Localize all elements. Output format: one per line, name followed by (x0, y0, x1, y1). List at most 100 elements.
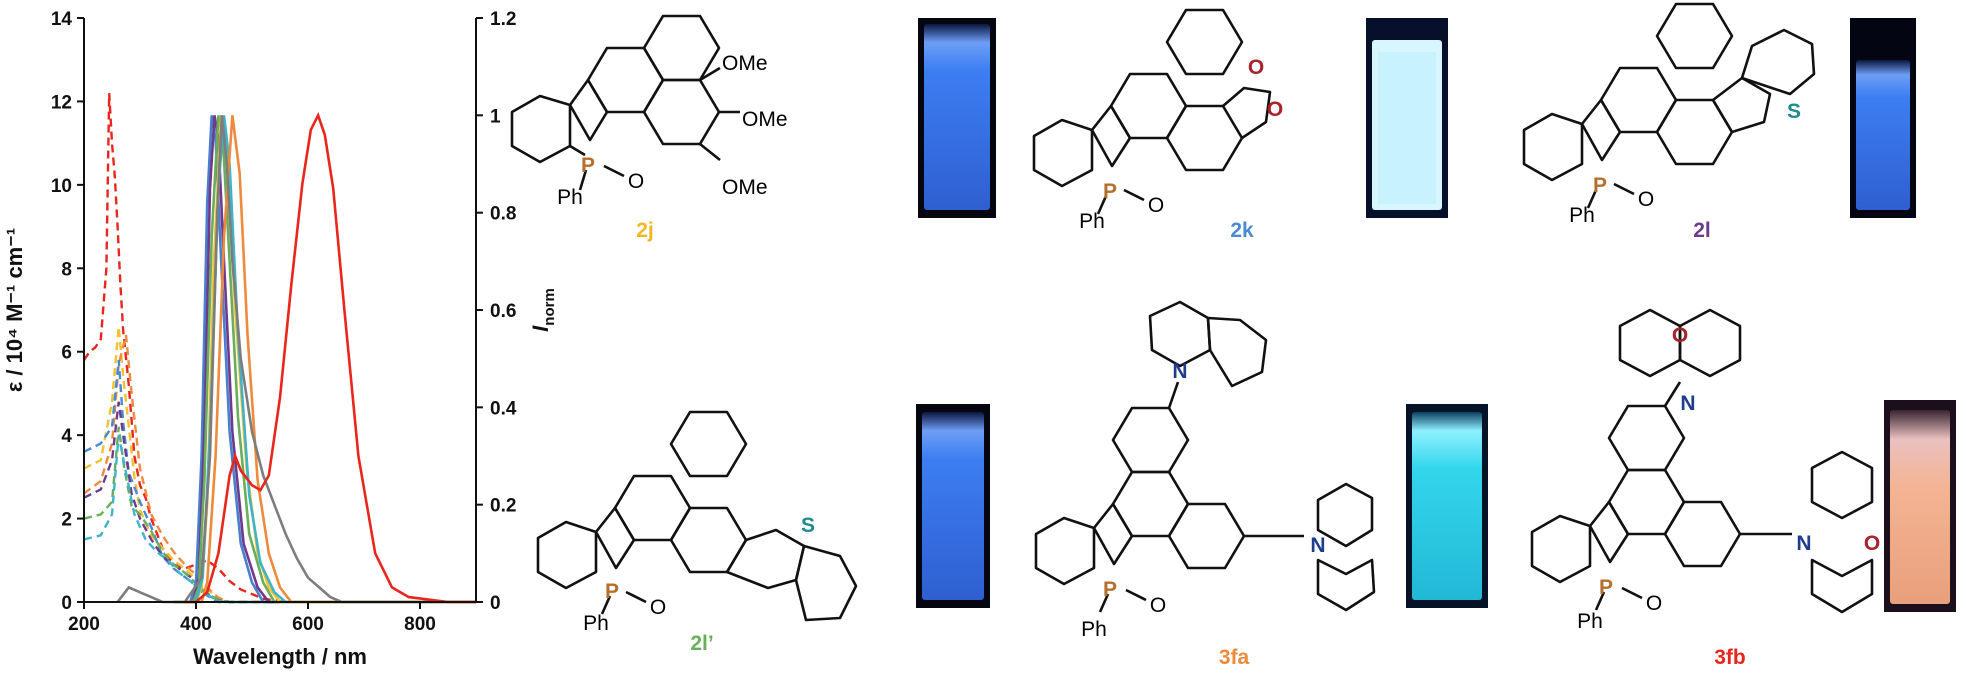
substituent-3fb-4: O (1864, 532, 1880, 555)
emission-line-8 (184, 111, 476, 604)
compound-2l: P O Ph S 2l (1522, 2, 1916, 242)
ring-2j-phosphole (568, 78, 609, 142)
bond-2k-po (1123, 188, 1145, 202)
substituent-3fa-1: N (1172, 360, 1187, 383)
phosphorus-2l: P (1593, 174, 1607, 197)
bond-2k-ph (1096, 195, 1108, 215)
substituent-3fb-2: N (1680, 392, 1695, 415)
ring-2j-core (586, 46, 665, 114)
substituent-2l-1: S (1787, 100, 1801, 123)
y-left-tick-label-6: 12 (51, 92, 72, 113)
ring-2lp-core (613, 474, 692, 542)
compound-label-2l: 2l (1693, 219, 1711, 242)
y-right-title-subscript: norm (541, 288, 558, 326)
ring-3fb-px1b (1678, 308, 1742, 378)
absorption-line-4 (83, 359, 476, 604)
phosphorus-3fa: P (1103, 578, 1117, 601)
bond-2j-ph (578, 169, 588, 191)
substituent-2lp-1: S (801, 514, 815, 537)
bond-3fa-ph (1098, 593, 1110, 613)
ring-3fb-top (1607, 404, 1686, 472)
x-tick-label-0: 200 (68, 614, 100, 635)
compound-2l-prime: P O Ph S 2l’ (536, 404, 990, 655)
compound-label-3fa: 3fa (1219, 646, 1250, 669)
vial-2j (918, 18, 996, 218)
oxide-2l: O (1638, 188, 1654, 211)
y-left-tick-label-5: 10 (51, 176, 72, 197)
phenyl-3fa: Ph (1081, 618, 1107, 641)
ring-2j-top (642, 14, 721, 82)
oxide-2k: O (1148, 194, 1164, 217)
substituent-2j-1: OMe (722, 52, 768, 75)
y-right-tick-label-0: 0 (490, 593, 501, 614)
ring-2lp-left (536, 520, 598, 590)
phosphorus-2lp: P (605, 580, 619, 603)
emission-line-1 (173, 115, 476, 604)
bond-2j-ome3 (699, 142, 721, 162)
ring-2l-left (1522, 112, 1584, 182)
absorption-series-group (83, 93, 476, 604)
bond-2l-ph (1586, 189, 1598, 209)
ring-3fb-right (1663, 500, 1742, 568)
vial-2j-fill (924, 24, 990, 210)
emission-line-7 (116, 115, 476, 604)
oxide-2j: O (628, 170, 644, 193)
vial-2lp-fill (922, 412, 984, 600)
ring-2l-benzo (1740, 28, 1816, 96)
y-right-tick-label-6: 1.2 (490, 9, 516, 30)
phosphorus-3fb: P (1599, 576, 1613, 599)
vial-3fb-fill (1890, 410, 1950, 604)
ring-3fa-phosphole (1092, 502, 1134, 566)
oxide-3fb: O (1646, 592, 1662, 615)
ring-3fa-left (1034, 516, 1096, 586)
compound-3fa: P O Ph N N 3fa (1034, 300, 1488, 669)
y-left-tick-label-7: 14 (51, 9, 73, 30)
y-right-axis-title: Inorm (528, 288, 558, 332)
ring-3fa-right (1167, 502, 1246, 570)
phenyl-2l: Ph (1569, 204, 1595, 227)
oxide-2lp: O (650, 596, 666, 619)
oxide-3fa: O (1150, 594, 1166, 617)
ring-3fb-left (1530, 514, 1592, 584)
absorption-line-2 (83, 326, 476, 604)
vial-2lp (916, 404, 990, 608)
bond-2lp-po (625, 590, 647, 604)
ring-3fb-px2b (1810, 558, 1874, 614)
compound-label-3fb: 3fb (1714, 646, 1746, 669)
ring-2k-phosphole (1090, 104, 1132, 168)
vial-2l-fill (1856, 60, 1910, 210)
bond-2l-po (1613, 182, 1635, 196)
ring-3fa-cz1a (1148, 300, 1212, 368)
bond-2j-po (603, 164, 625, 178)
x-tick-label-1: 400 (180, 614, 212, 635)
substituent-2k-1: O (1248, 56, 1264, 79)
ring-2l-top (1655, 2, 1734, 70)
ring-2l-thiophene (1711, 76, 1772, 134)
compound-label-2k: 2k (1230, 219, 1254, 242)
y-right-title-symbol: I (528, 325, 553, 332)
compound-label-2l-prime: 2l’ (690, 632, 713, 655)
phosphorus-2j: P (581, 154, 595, 177)
ring-2lp-right (669, 506, 748, 574)
phenyl-2k: Ph (1079, 210, 1105, 233)
vial-3fa-fill (1412, 412, 1482, 600)
y-left-tick-label-0: 0 (61, 593, 72, 614)
ring-2j-right (642, 78, 721, 146)
vial-2k-inner (1378, 52, 1436, 204)
y-right-tick-label-2: 0.4 (490, 398, 517, 419)
y-right-tick-label-4: 0.8 (490, 204, 516, 225)
ring-3fa-core (1111, 470, 1190, 538)
vial-2k (1366, 18, 1448, 218)
ring-3fa-cz2b (1316, 558, 1376, 612)
phenyl-3fb: Ph (1577, 610, 1603, 633)
ring-2lp-phosphole (594, 506, 636, 570)
bond-2j-p1 (569, 144, 586, 157)
y-right-tick-label-3: 0.6 (490, 301, 516, 322)
compound-label-2j: 2j (636, 219, 654, 242)
ring-2l-core (1599, 66, 1678, 134)
substituent-2j-3: OMe (722, 176, 768, 199)
ring-2l-phosphole (1580, 98, 1622, 162)
bond-3fb-n1 (1663, 381, 1682, 407)
